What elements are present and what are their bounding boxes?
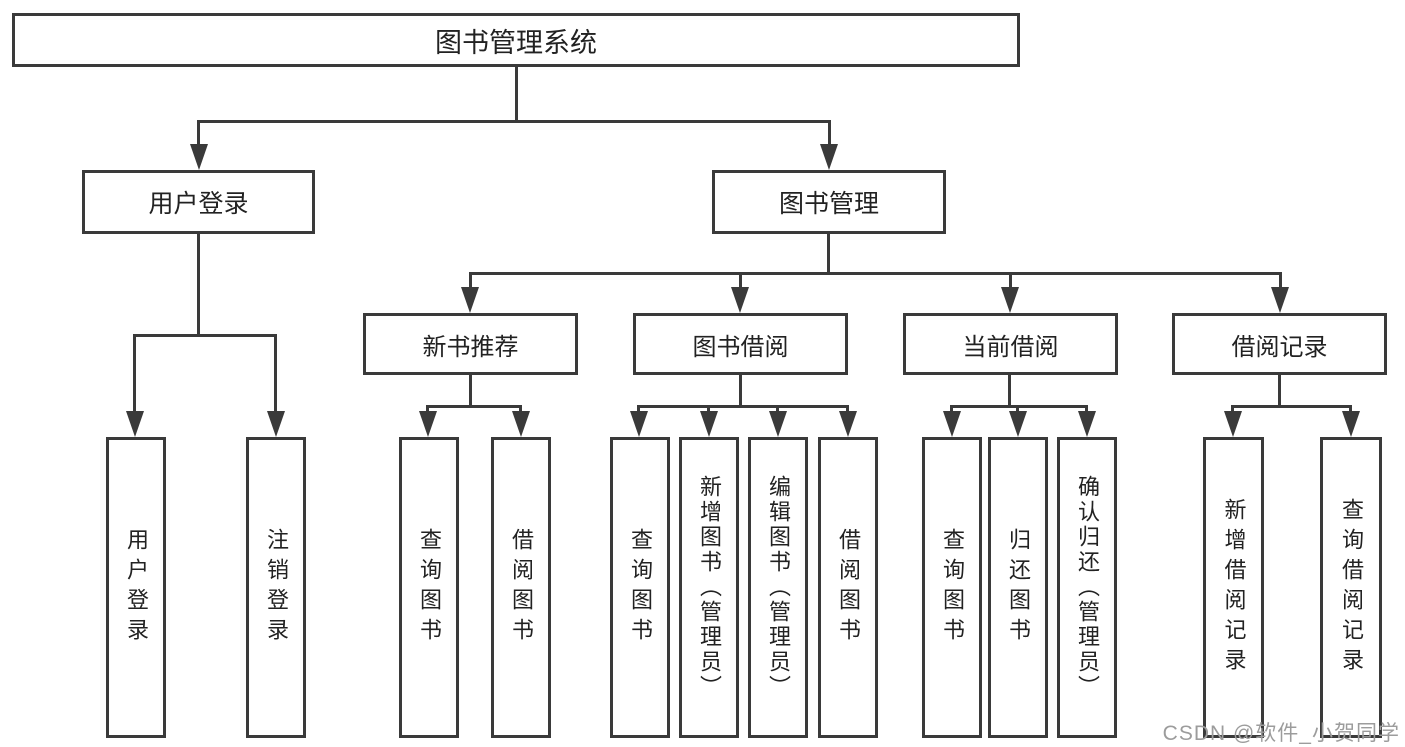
- arrow-down-icon: [839, 411, 857, 437]
- connector-line: [1008, 375, 1011, 407]
- connector-line: [198, 120, 831, 123]
- connector-line: [133, 334, 136, 414]
- connector-line: [197, 234, 200, 337]
- arrow-down-icon: [1271, 287, 1289, 313]
- leaf-return-books: 归还图书: [988, 437, 1048, 738]
- node-user-login: 用户登录: [82, 170, 315, 234]
- arrow-down-icon: [267, 411, 285, 437]
- arrow-down-icon: [820, 144, 838, 170]
- node-book-borrowing: 图书借阅: [633, 313, 848, 375]
- connector-line: [274, 334, 277, 414]
- leaf-borrow-books-borrowing: 借阅图书: [818, 437, 878, 738]
- leaf-edit-book-admin: 编辑图书（管理员）: [748, 437, 808, 738]
- arrow-down-icon: [1001, 287, 1019, 313]
- arrow-down-icon: [461, 287, 479, 313]
- node-new-book-recommend: 新书推荐: [363, 313, 578, 375]
- connector-line: [637, 405, 640, 414]
- connector-line: [637, 405, 849, 408]
- connector-line: [469, 375, 472, 407]
- leaf-borrow-books-recommend: 借阅图书: [491, 437, 551, 738]
- node-borrowing-records: 借阅记录: [1172, 313, 1387, 375]
- leaf-add-borrow-record: 新增借阅记录: [1203, 437, 1264, 738]
- leaf-add-book-admin: 新增图书（管理员）: [679, 437, 739, 738]
- arrow-down-icon: [1009, 411, 1027, 437]
- connector-line: [469, 272, 472, 290]
- arrow-down-icon: [419, 411, 437, 437]
- connector-line: [1085, 405, 1088, 414]
- connector-line: [426, 405, 522, 408]
- leaf-logout: 注销登录: [246, 437, 306, 738]
- arrow-down-icon: [190, 144, 208, 170]
- connector-line: [1016, 405, 1019, 414]
- connector-line: [469, 272, 1282, 275]
- connector-line: [739, 272, 742, 290]
- arrow-down-icon: [769, 411, 787, 437]
- connector-line: [133, 334, 277, 337]
- arrow-down-icon: [731, 287, 749, 313]
- csdn-watermark: CSDN @软件_小贺同学: [1162, 722, 1400, 745]
- connector-line: [1279, 272, 1282, 290]
- connector-line: [776, 405, 779, 414]
- connector-line: [1231, 405, 1234, 414]
- arrow-down-icon: [1342, 411, 1360, 437]
- leaf-query-books-borrowing: 查询图书: [610, 437, 670, 738]
- connector-line: [828, 120, 831, 147]
- arrow-down-icon: [126, 411, 144, 437]
- node-current-borrowing: 当前借阅: [903, 313, 1118, 375]
- connector-line: [950, 405, 1088, 408]
- node-book-management: 图书管理: [712, 170, 946, 234]
- arrow-down-icon: [512, 411, 530, 437]
- connector-line: [950, 405, 953, 414]
- leaf-query-borrow-record: 查询借阅记录: [1320, 437, 1382, 738]
- connector-line: [1349, 405, 1352, 414]
- connector-line: [827, 234, 830, 275]
- leaf-user-login: 用户登录: [106, 437, 166, 738]
- arrow-down-icon: [630, 411, 648, 437]
- connector-line: [1231, 405, 1352, 408]
- connector-line: [519, 405, 522, 414]
- arrow-down-icon: [943, 411, 961, 437]
- leaf-confirm-return-admin: 确认归还（管理员）: [1057, 437, 1117, 738]
- connector-line: [1009, 272, 1012, 290]
- connector-line: [426, 405, 429, 414]
- connector-line: [197, 120, 200, 147]
- arrow-down-icon: [1224, 411, 1242, 437]
- arrow-down-icon: [700, 411, 718, 437]
- connector-line: [739, 375, 742, 407]
- node-library-system-root: 图书管理系统: [12, 13, 1020, 67]
- connector-line: [1278, 375, 1281, 407]
- connector-line: [707, 405, 710, 414]
- connector-line: [515, 67, 518, 123]
- arrow-down-icon: [1078, 411, 1096, 437]
- connector-line: [846, 405, 849, 414]
- leaf-query-books-current: 查询图书: [922, 437, 982, 738]
- leaf-query-books-recommend: 查询图书: [399, 437, 459, 738]
